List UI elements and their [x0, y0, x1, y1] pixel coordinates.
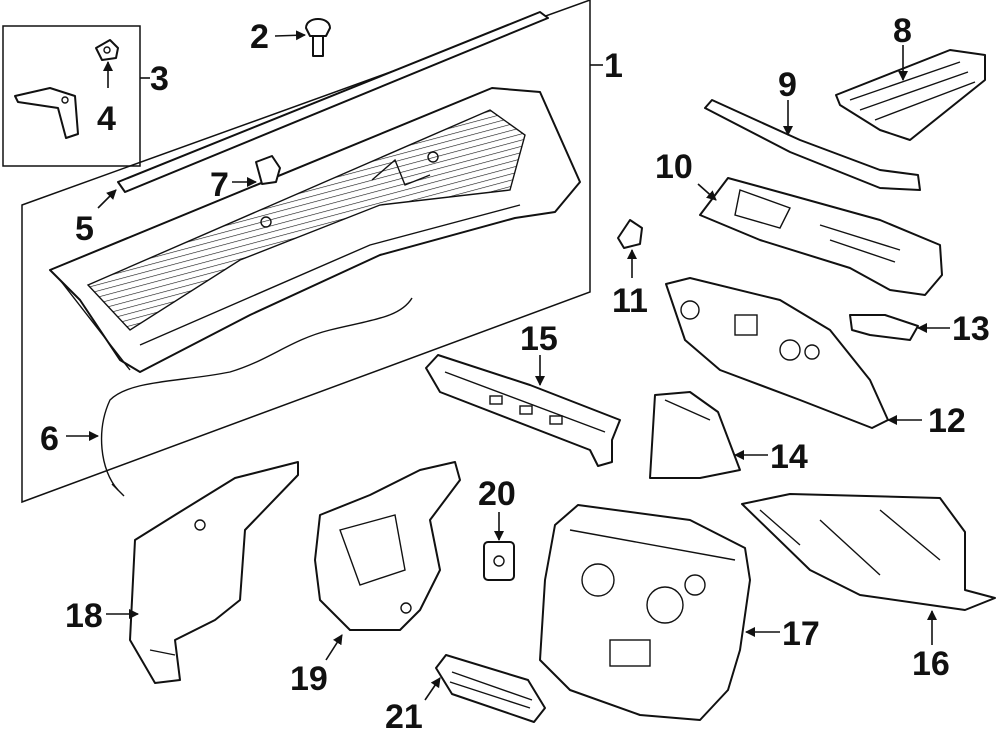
callout-12: 12 [928, 402, 966, 440]
callout-19: 19 [290, 660, 328, 698]
callout-14: 14 [770, 438, 808, 476]
callout-21: 21 [385, 698, 423, 736]
callout-6: 6 [40, 420, 59, 458]
part-insulator-pad [649, 391, 741, 479]
part-washer-hose [100, 297, 413, 497]
callout-4: 4 [97, 100, 116, 138]
callout-2: 2 [250, 18, 269, 56]
callout-16: 16 [912, 645, 950, 683]
part-grommet [617, 219, 643, 249]
callout-11: 11 [612, 282, 648, 320]
part-floor-panel [741, 493, 996, 611]
part-clip [305, 18, 331, 57]
callout-13: 13 [952, 310, 990, 348]
part-vent-grille [435, 654, 546, 723]
callout-18: 18 [65, 597, 103, 635]
part-cowl-grille [49, 87, 581, 373]
part-small-bracket [849, 314, 919, 341]
leader-lines [66, 30, 950, 701]
callout-9: 9 [778, 66, 797, 104]
part-weatherstrip [117, 11, 549, 193]
callout-20: 20 [478, 475, 516, 513]
part-dash-panel [539, 504, 751, 721]
part-cowl-top-panel [699, 177, 943, 296]
callout-7: 7 [210, 166, 229, 204]
part-bracket-assembly [314, 461, 461, 631]
callout-5: 5 [75, 210, 94, 248]
group-frame-3 [2, 25, 141, 167]
part-side-panel [129, 461, 299, 684]
callout-1: 1 [604, 47, 623, 85]
part-cross-member [425, 354, 621, 467]
part-upper-seal [835, 49, 986, 141]
callout-8: 8 [893, 12, 912, 50]
callout-3: 3 [150, 60, 169, 98]
part-seal-strip [704, 99, 921, 191]
callout-10: 10 [655, 148, 693, 186]
part-retainer [255, 155, 281, 185]
part-nut [95, 39, 119, 61]
callout-15: 15 [520, 320, 558, 358]
part-plug [483, 541, 515, 581]
callout-labels: 1 2 3 4 5 6 7 8 9 10 11 12 13 14 15 16 1… [40, 12, 990, 736]
callout-17: 17 [782, 615, 820, 653]
part-bracket [14, 87, 79, 139]
